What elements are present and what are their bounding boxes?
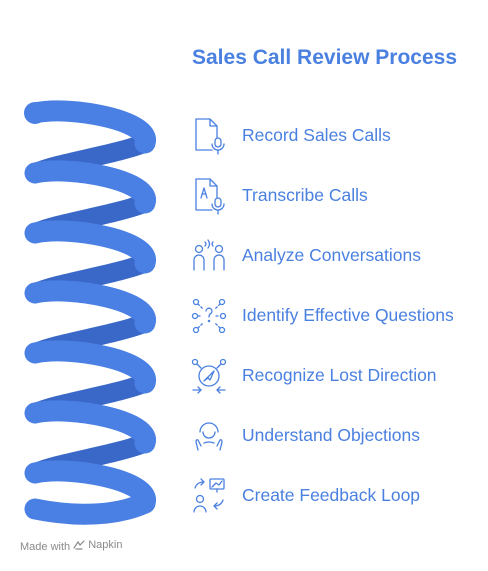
- napkin-brand: Napkin: [73, 539, 122, 551]
- document-microphone-icon: [190, 116, 228, 156]
- coil-front-segment: [24, 280, 156, 334]
- coil-front-segment: [24, 220, 156, 274]
- coil-end-cap: [24, 102, 46, 124]
- transcription-document-icon: [190, 176, 228, 216]
- step-analyze-conversations: Analyze Conversations: [188, 236, 484, 276]
- step-label: Identify Effective Questions: [242, 305, 454, 325]
- step-transcribe-calls: Transcribe Calls: [188, 176, 484, 216]
- step-label: Transcribe Calls: [242, 185, 368, 205]
- coil-front-segment: [24, 100, 156, 154]
- question-network-icon: [190, 296, 228, 336]
- step-create-feedback-loop: Create Feedback Loop: [188, 476, 484, 516]
- coil-front-segment: [24, 340, 156, 394]
- step-identify-effective-questions: Identify Effective Questions: [188, 296, 484, 336]
- feedback-loop-icon: [190, 476, 228, 516]
- coil-front-segment: [24, 160, 156, 214]
- step-label: Recognize Lost Direction: [242, 365, 437, 385]
- compass-direction-icon: [190, 356, 228, 396]
- step-label: Analyze Conversations: [242, 245, 421, 265]
- napkin-logo-icon: [73, 540, 85, 550]
- coil-front-segment: [24, 400, 156, 454]
- footer-attribution: Made with Napkin: [20, 539, 122, 553]
- page-title: Sales Call Review Process: [192, 46, 457, 69]
- footer-prefix: Made with: [20, 541, 71, 553]
- two-people-talking-icon: [190, 236, 228, 276]
- step-label: Create Feedback Loop: [242, 485, 421, 505]
- step-recognize-lost-direction: Recognize Lost Direction: [188, 356, 484, 396]
- step-understand-objections: Understand Objections: [188, 416, 484, 456]
- step-label: Record Sales Calls: [242, 125, 391, 145]
- coil-tail-segment: [24, 492, 156, 525]
- step-record-sales-calls: Record Sales Calls: [188, 116, 484, 156]
- person-listening-icon: [190, 416, 228, 456]
- step-label: Understand Objections: [242, 425, 421, 445]
- footer-brand: Napkin: [88, 539, 123, 551]
